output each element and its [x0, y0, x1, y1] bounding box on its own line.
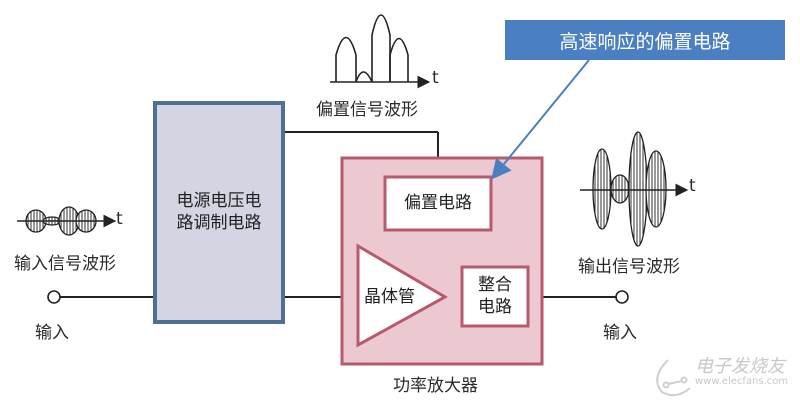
input-terminal-label: 输入 — [35, 323, 69, 343]
transistor-label: 晶体管 — [364, 287, 415, 307]
callout-pointer — [491, 59, 590, 180]
transistor-symbol — [356, 243, 449, 348]
bias-circuit-block — [383, 175, 493, 232]
power-amplifier-label: 功率放大器 — [393, 376, 478, 396]
bias-waveform — [330, 14, 431, 89]
output-waveform-label: 输出信号波形 — [578, 257, 680, 277]
watermark-cn: 电子发烧友 — [695, 356, 785, 377]
input-waveform — [17, 206, 117, 236]
supply-modulator-line2: 路调制电路 — [176, 213, 262, 233]
watermark-logo — [656, 359, 691, 397]
supply-modulator-line1: 电源电压电 — [176, 191, 262, 211]
bias-circuit-label: 偏置电路 — [404, 193, 472, 213]
bias-waveform-label: 偏置信号波形 — [316, 100, 418, 120]
matching-circuit-label: 整合 电路 — [462, 274, 528, 318]
input-terminal — [47, 290, 61, 304]
supply-modulator-block — [153, 101, 285, 324]
matching-circuit-line1: 整合 — [478, 275, 512, 295]
matching-circuit-line2: 电路 — [478, 297, 512, 317]
output-terminal — [615, 290, 629, 304]
supply-modulator-label: 电源电压电 路调制电路 — [155, 190, 283, 234]
watermark-url: www.elecfans.com — [695, 376, 789, 387]
bias-axis-t-label: t — [432, 68, 439, 88]
matching-circuit-block — [460, 265, 530, 328]
output-terminal-label: 输入 — [603, 323, 637, 343]
input-axis-t-label: t — [116, 209, 123, 229]
callout-fast-bias-circuit: 高速响应的偏置电路 — [505, 20, 785, 60]
output-waveform — [580, 131, 689, 247]
input-waveform-label: 输入信号波形 — [14, 254, 116, 274]
output-axis-t-label: t — [689, 176, 696, 196]
